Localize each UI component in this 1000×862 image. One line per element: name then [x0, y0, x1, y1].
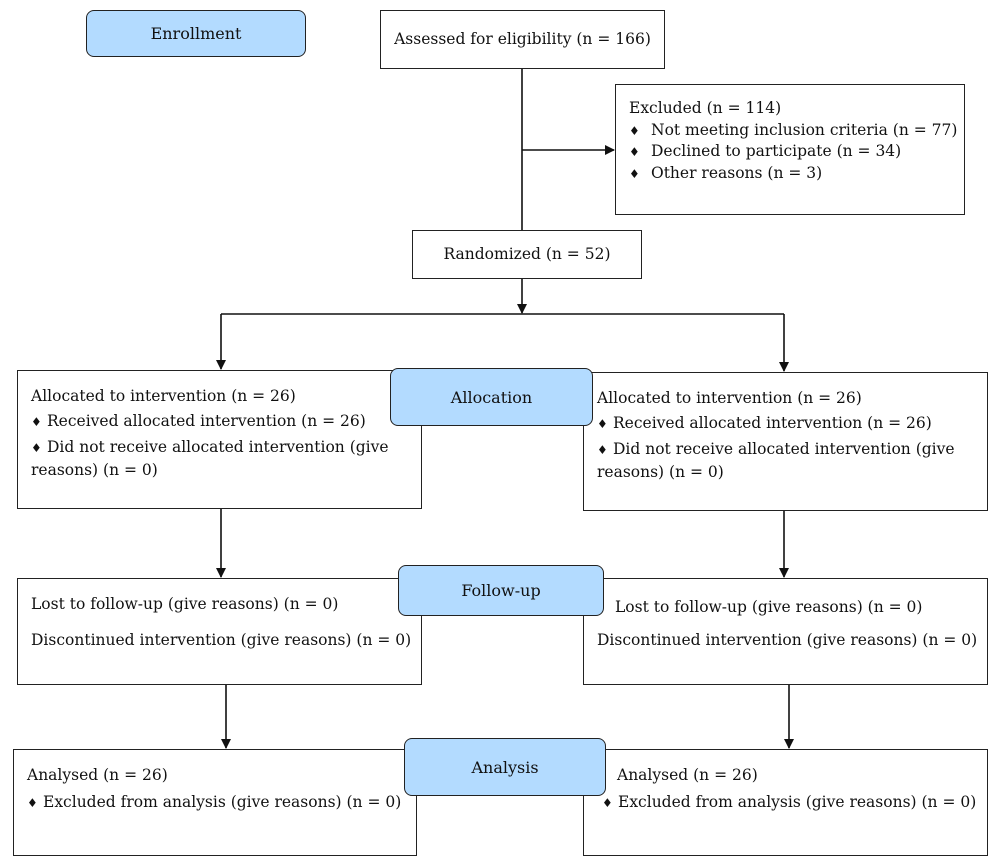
- stage-label-follow-up-text: Follow-up: [461, 581, 541, 600]
- randomized-text: Randomized (n = 52): [443, 245, 611, 264]
- allocation-right-received: ♦ Received allocated intervention (n = 2…: [597, 414, 987, 433]
- allocation-left-received-text: Received allocated intervention (n = 26): [47, 411, 366, 430]
- allocation-left-not-received-cont: reasons) (n = 0): [31, 460, 158, 479]
- allocation-right-title: Allocated to intervention (n = 26): [597, 389, 862, 407]
- analysis-right-box: Analysed (n = 26) ♦ Excluded from analys…: [583, 749, 988, 856]
- analysis-left-excluded-text: Excluded from analysis (give reasons) (n…: [43, 792, 402, 811]
- followup-left-box: Lost to follow-up (give reasons) (n = 0)…: [17, 578, 422, 685]
- stage-label-allocation: Allocation: [390, 368, 593, 426]
- bullet-diamond-icon: ♦: [597, 443, 608, 458]
- excluded-box: Excluded (n = 114) ♦ Not meeting inclusi…: [615, 84, 965, 215]
- followup-right-box: Lost to follow-up (give reasons) (n = 0)…: [583, 578, 988, 685]
- analysis-left-box: Analysed (n = 26) ♦ Excluded from analys…: [13, 749, 417, 856]
- stage-label-follow-up: Follow-up: [398, 565, 604, 616]
- bullet-diamond-icon: ♦: [629, 145, 640, 160]
- allocation-left-not-received-text: Did not receive allocated intervention (…: [47, 438, 389, 457]
- assessed-box: Assessed for eligibility (n = 166): [380, 10, 665, 69]
- excluded-item: ♦ Other reasons (n = 3): [629, 164, 964, 183]
- analysis-right-analysed: Analysed (n = 26): [617, 766, 758, 784]
- allocation-left-received: ♦ Received allocated intervention (n = 2…: [31, 412, 421, 431]
- allocation-left-title: Allocated to intervention (n = 26): [31, 387, 296, 405]
- excluded-item-text: Other reasons (n = 3): [651, 163, 823, 182]
- excluded-title: Excluded (n = 114): [629, 99, 782, 117]
- allocation-right-not-received-cont: reasons) (n = 0): [597, 462, 724, 481]
- stage-label-enrollment: Enrollment: [86, 10, 306, 57]
- analysis-right-excluded-text: Excluded from analysis (give reasons) (n…: [618, 792, 977, 811]
- bullet-diamond-icon: ♦: [31, 441, 42, 456]
- bullet-diamond-icon: ♦: [629, 166, 640, 181]
- followup-left-lost: Lost to follow-up (give reasons) (n = 0): [31, 595, 339, 613]
- bullet-diamond-icon: ♦: [31, 414, 42, 429]
- excluded-item: ♦ Not meeting inclusion criteria (n = 77…: [629, 121, 964, 140]
- followup-left-discontinued: Discontinued intervention (give reasons)…: [31, 630, 412, 649]
- followup-right-lost: Lost to follow-up (give reasons) (n = 0): [615, 598, 923, 616]
- followup-right-discontinued: Discontinued intervention (give reasons)…: [597, 630, 978, 649]
- allocation-right-not-received: ♦ Did not receive allocated intervention…: [597, 440, 987, 459]
- stage-label-allocation-text: Allocation: [450, 387, 533, 407]
- excluded-item-text: Not meeting inclusion criteria (n = 77): [651, 120, 958, 139]
- stage-label-analysis: Analysis: [404, 738, 606, 796]
- allocation-right-not-received-text: Did not receive allocated intervention (…: [613, 440, 955, 459]
- bullet-diamond-icon: ♦: [597, 416, 608, 431]
- bullet-diamond-icon: ♦: [27, 795, 38, 810]
- excluded-item: ♦ Declined to participate (n = 34): [629, 142, 964, 161]
- allocation-left-not-received: ♦ Did not receive allocated intervention…: [31, 438, 421, 457]
- bullet-diamond-icon: ♦: [629, 123, 640, 138]
- allocation-left-box: Allocated to intervention (n = 26) ♦ Rec…: [17, 370, 422, 509]
- randomized-box: Randomized (n = 52): [412, 230, 642, 279]
- bullet-diamond-icon: ♦: [602, 795, 613, 810]
- analysis-left-analysed: Analysed (n = 26): [27, 766, 168, 784]
- stage-label-analysis-text: Analysis: [471, 757, 539, 777]
- analysis-left-excluded: ♦ Excluded from analysis (give reasons) …: [27, 793, 416, 812]
- analysis-right-excluded: ♦ Excluded from analysis (give reasons) …: [602, 793, 987, 812]
- excluded-item-text: Declined to participate (n = 34): [651, 142, 902, 161]
- allocation-right-box: Allocated to intervention (n = 26) ♦ Rec…: [583, 372, 988, 511]
- stage-label-enrollment-text: Enrollment: [150, 24, 242, 43]
- allocation-right-received-text: Received allocated intervention (n = 26): [613, 413, 932, 432]
- assessed-text: Assessed for eligibility (n = 166): [394, 30, 651, 49]
